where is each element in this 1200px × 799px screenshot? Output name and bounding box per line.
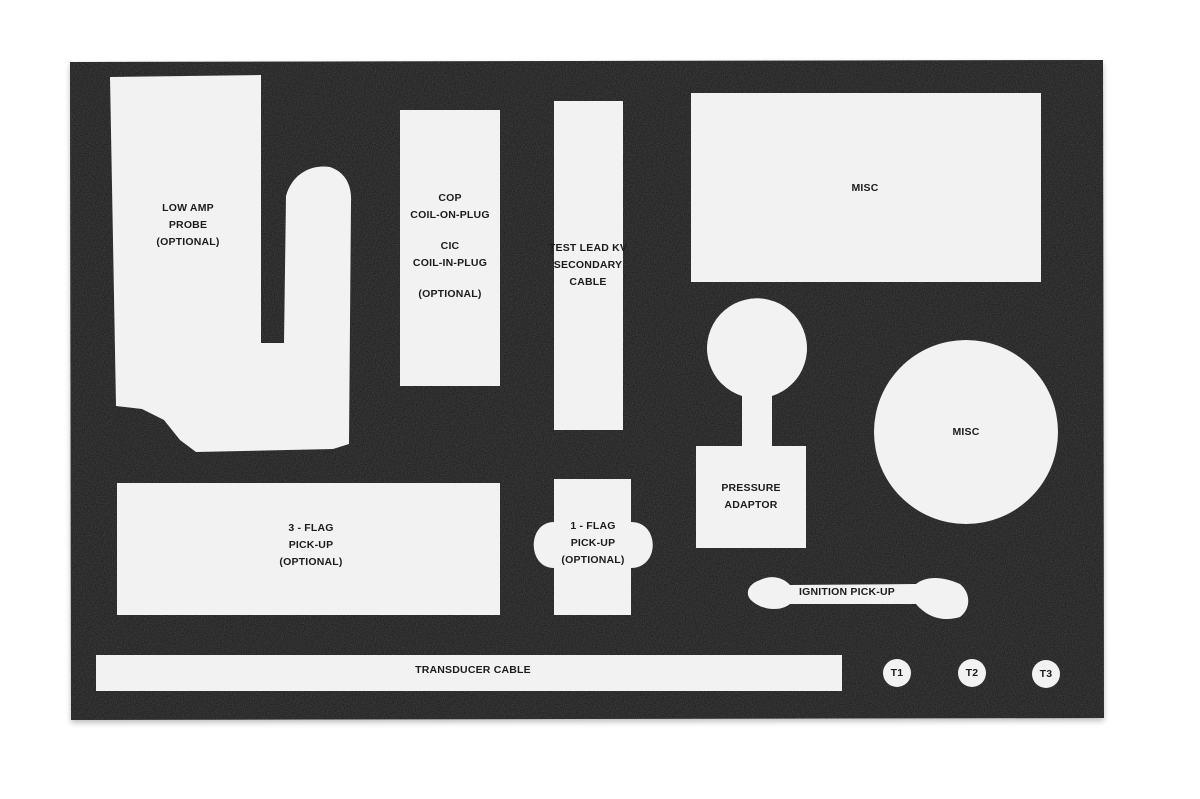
label-line: TEST LEAD KV xyxy=(548,242,628,254)
label-gap xyxy=(400,224,500,238)
label-line: T2 xyxy=(965,667,979,679)
label-three-flag: 3 - FLAG PICK-UP (OPTIONAL) xyxy=(261,520,361,571)
label-line: PICK-UP xyxy=(288,539,334,551)
label-test-lead: TEST LEAD KV SECONDARY CABLE xyxy=(538,240,638,291)
cutout-t1 xyxy=(883,659,911,687)
cutout-pressure-adaptor xyxy=(696,298,807,548)
label-line: TRANSDUCER CABLE xyxy=(415,664,531,676)
label-line: (OPTIONAL) xyxy=(418,288,482,300)
label-line: T1 xyxy=(890,667,904,679)
label-line: (OPTIONAL) xyxy=(156,236,220,248)
label-misc-circle: MISC xyxy=(916,424,1016,441)
cutout-misc-rect xyxy=(691,93,1041,282)
label-line: 3 - FLAG xyxy=(288,522,334,534)
label-t1: T1 xyxy=(877,665,917,682)
label-line: LOW AMP xyxy=(162,202,214,214)
label-line: PRESSURE xyxy=(721,482,781,494)
cutout-ignition-pickup xyxy=(747,577,969,620)
label-ignition-pickup: IGNITION PICK-UP xyxy=(797,584,897,601)
label-line: MISC xyxy=(952,426,980,438)
label-low-amp-probe: LOW AMP PROBE (OPTIONAL) xyxy=(138,200,238,251)
label-t2: T2 xyxy=(952,665,992,682)
label-gap xyxy=(400,272,500,286)
label-line: CIC xyxy=(440,240,460,252)
label-line: 1 - FLAG xyxy=(570,520,616,532)
cutout-t3 xyxy=(1032,660,1060,688)
cutout-test-lead xyxy=(554,101,623,430)
label-line: PICK-UP xyxy=(570,537,616,549)
cutout-misc-circle xyxy=(874,340,1058,524)
label-line: CABLE xyxy=(569,276,607,288)
cutout-one-flag xyxy=(533,479,653,615)
label-one-flag: 1 - FLAG PICK-UP (OPTIONAL) xyxy=(543,518,643,569)
cutout-t2 xyxy=(958,659,986,687)
cutout-transducer-cable xyxy=(96,655,842,691)
label-line: SECONDARY xyxy=(553,259,623,271)
label-line: T3 xyxy=(1039,668,1053,680)
label-line: IGNITION PICK-UP xyxy=(799,586,895,598)
cutout-three-flag xyxy=(117,483,500,615)
label-line: COIL-ON-PLUG xyxy=(410,209,490,221)
label-line: COIL-IN-PLUG xyxy=(412,257,488,269)
label-pressure-adaptor: PRESSURE ADAPTOR xyxy=(701,480,801,514)
label-misc-rect: MISC xyxy=(815,180,915,197)
label-line: PROBE xyxy=(168,219,208,231)
label-cop-cic: COP COIL-ON-PLUG CIC COIL-IN-PLUG (OPTIO… xyxy=(400,190,500,303)
label-line: MISC xyxy=(851,182,879,194)
label-line: (OPTIONAL) xyxy=(561,554,625,566)
label-t3: T3 xyxy=(1026,666,1066,683)
cutout-low-amp-probe xyxy=(110,75,352,452)
label-line: ADAPTOR xyxy=(724,499,778,511)
label-transducer-cable: TRANSDUCER CABLE xyxy=(393,662,553,679)
cutout-cop-cic xyxy=(400,110,500,386)
label-line: (OPTIONAL) xyxy=(279,556,343,568)
label-line: COP xyxy=(438,192,462,204)
